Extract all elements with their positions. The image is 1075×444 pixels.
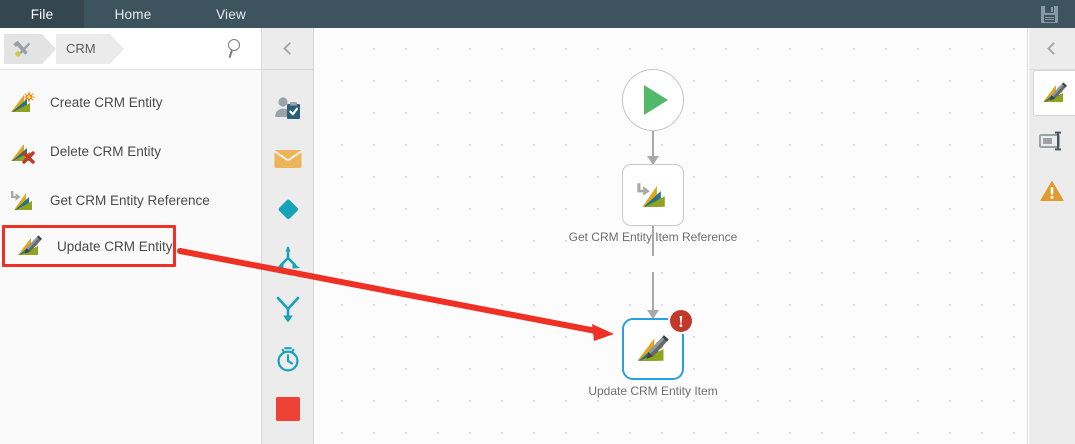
menu-item-home[interactable]: Home [114, 6, 152, 22]
right-panel-collapse-button[interactable] [1029, 28, 1075, 70]
search-icon[interactable] [227, 39, 247, 59]
palette-tool-timer[interactable] [262, 334, 313, 384]
chevron-left-icon [1047, 42, 1060, 55]
list-item-create-crm-entity[interactable]: Create CRM Entity [0, 78, 261, 127]
right-properties-rail [1029, 28, 1075, 444]
menu-item-view[interactable]: View [216, 6, 246, 22]
chevron-left-icon [282, 42, 296, 55]
status-badge-error[interactable]: ! [668, 308, 694, 334]
workflow-canvas[interactable]: Get CRM Entity Item Reference [315, 28, 1028, 444]
palette-tool-list [262, 70, 313, 434]
task-node-box[interactable] [622, 164, 684, 226]
menu-bar: File Home View [0, 0, 1075, 28]
crm-update-properties-icon [1042, 82, 1067, 102]
breadcrumb-item-crm[interactable]: CRM [56, 33, 124, 64]
text-field-properties-icon [1039, 131, 1061, 151]
palette-tool-mail[interactable] [262, 134, 313, 184]
timer-clock-icon [277, 347, 298, 372]
list-item-label: Create CRM Entity [50, 95, 163, 110]
decision-diamond-icon [278, 199, 298, 219]
canvas-node-label: Get CRM Entity Item Reference [568, 230, 738, 244]
crm-create-icon [11, 90, 36, 112]
canvas-node-label: Update CRM Entity Item [588, 384, 718, 398]
rail-tab-text-field-properties[interactable] [1029, 116, 1075, 166]
palette-tool-merge[interactable] [262, 234, 313, 284]
stop-square-icon [275, 397, 300, 421]
breadcrumb-search-bar: CRM [0, 28, 261, 70]
list-item-get-crm-entity-reference[interactable]: Get CRM Entity Reference [0, 176, 261, 225]
play-triangle-icon [643, 85, 668, 115]
palette-tool-split[interactable] [262, 284, 313, 334]
menu-item-file[interactable]: File [0, 0, 84, 28]
crm-get-icon [11, 190, 32, 210]
split-arrow-icon [276, 296, 299, 323]
list-item-update-crm-entity[interactable]: Update CRM Entity [2, 225, 176, 267]
left-toolbox-panel: CRM Create CRM Entity [0, 28, 262, 444]
save-button[interactable] [1023, 0, 1075, 28]
status-badge-label: ! [678, 311, 684, 331]
breadcrumb-item-label: CRM [66, 41, 96, 56]
warning-triangle-icon [1040, 180, 1064, 201]
list-item-label: Delete CRM Entity [50, 144, 162, 159]
list-item-delete-crm-entity[interactable]: Delete CRM Entity [0, 127, 261, 176]
crm-update-icon [637, 335, 669, 361]
floppy-disk-save-icon [1040, 5, 1058, 23]
connector-get-to-update [647, 300, 659, 319]
list-item-label: Update CRM Entity [57, 238, 173, 254]
user-task-icon [274, 97, 300, 119]
menubar-spacer [280, 0, 1023, 28]
list-item-label: Get CRM Entity Reference [50, 193, 210, 208]
palette-tool-strip [262, 28, 314, 444]
connector-get-segment-lower [652, 272, 654, 300]
canvas-node-update-crm-entity-item[interactable]: ! Update CRM Entity Item [588, 308, 718, 398]
left-panel-collapse-button[interactable] [262, 28, 313, 70]
crm-delete-icon [11, 143, 35, 164]
merge-arrows-icon [275, 246, 300, 269]
breadcrumb: CRM [4, 33, 124, 64]
palette-tool-decision[interactable] [262, 184, 313, 234]
palette-tool-stop[interactable] [262, 384, 313, 434]
mail-envelope-icon [273, 150, 302, 168]
rail-tab-warnings[interactable] [1029, 166, 1075, 216]
breadcrumb-root[interactable] [4, 33, 56, 64]
task-node-box[interactable]: ! [622, 308, 694, 380]
rail-tab-crm-update-properties[interactable] [1033, 70, 1075, 116]
canvas-node-get-crm-entity-item-reference[interactable]: Get CRM Entity Item Reference [569, 164, 737, 244]
tools-wrench-screwdriver-icon [13, 40, 31, 57]
entity-list: Create CRM Entity Delete CRM Entity [0, 70, 261, 267]
palette-tool-user-task[interactable] [262, 84, 313, 134]
connector-get-segment-upper [652, 226, 654, 256]
crm-get-icon [637, 183, 665, 207]
canvas-node-start-event[interactable] [622, 69, 684, 131]
crm-update-icon [18, 235, 43, 255]
connector-start-to-get [647, 131, 659, 165]
